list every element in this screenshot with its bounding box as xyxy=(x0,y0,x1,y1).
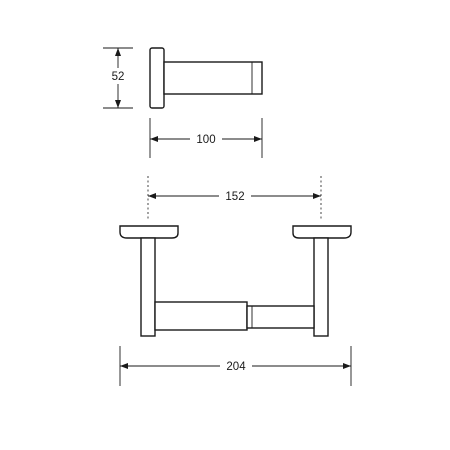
arrow-down-icon xyxy=(115,100,121,108)
dimension-depth: 100 xyxy=(149,118,263,158)
arrow-right-icon xyxy=(313,193,321,199)
front-view-bar-right xyxy=(246,305,315,329)
front-view-right-plate xyxy=(292,225,352,239)
arrow-right-icon xyxy=(343,363,351,369)
arrow-left-icon xyxy=(120,363,128,369)
side-view-wall-plate xyxy=(149,47,165,109)
side-view-arm xyxy=(163,61,263,95)
front-view-bar-left xyxy=(154,301,248,331)
front-view-right-post xyxy=(313,237,329,337)
front-view-left-post xyxy=(140,237,156,337)
dimension-overall-width-label: 204 xyxy=(226,361,246,373)
arrow-left-icon xyxy=(148,193,156,199)
arrow-right-icon xyxy=(254,136,262,142)
dimension-mount-spacing-label: 152 xyxy=(225,191,244,203)
side-view xyxy=(149,47,263,109)
dimension-overall-width: 204 xyxy=(119,346,352,386)
dimension-height-label: 52 xyxy=(112,71,125,83)
dimension-mount-spacing: 152 xyxy=(147,176,322,220)
dimension-height: 52 xyxy=(103,47,133,109)
front-view xyxy=(119,225,352,337)
arrow-up-icon xyxy=(115,48,121,56)
front-view-left-plate xyxy=(119,225,179,239)
dimension-depth-label: 100 xyxy=(196,134,215,146)
arrow-left-icon xyxy=(150,136,158,142)
